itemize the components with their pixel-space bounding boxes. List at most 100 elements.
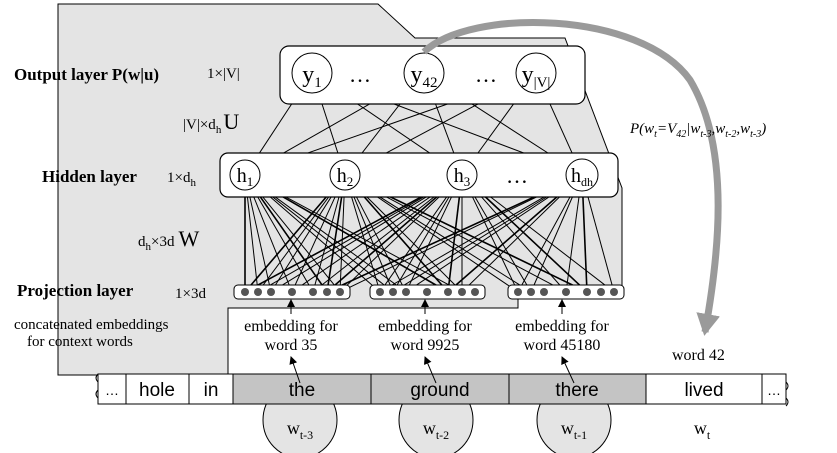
target-word-label: word 42: [672, 347, 725, 364]
edge-proj-15-hidden-2: [472, 184, 586, 291]
edge-proj-12-hidden-1: [356, 182, 516, 291]
position-label-t-1: wt-1: [561, 418, 587, 442]
edge-proj-2-hidden-2: [273, 182, 451, 291]
u-weight-label: |V|×dhU: [183, 109, 239, 136]
svg-text:y1: y1: [302, 62, 322, 91]
edge-proj-5-hidden-0: [252, 186, 326, 291]
svg-text:y42: y42: [411, 62, 438, 91]
edge-proj-2-hidden-1: [272, 186, 338, 290]
edge-proj-4-hidden-0: [252, 187, 312, 290]
edge-proj-13-hidden-1: [356, 182, 529, 291]
hidden-node-h3: h3: [446, 159, 478, 191]
edge-proj-14-hidden-1: [357, 181, 564, 292]
svg-text:h3: h3: [454, 165, 471, 189]
hidden-layer-box: [219, 152, 619, 198]
word-to-embedding-arrow-0: [289, 356, 301, 384]
edge-proj-5-hidden-2: [328, 184, 452, 291]
position-label-t-3: wt-3: [287, 418, 313, 442]
svg-text:h1: h1: [237, 165, 254, 189]
edge-proj-13-hidden-3: [531, 187, 577, 290]
edge-proj-15-hidden-3: [578, 188, 588, 290]
seq-word-0: …: [105, 382, 119, 398]
edge-proj-6-hidden-1: [339, 188, 349, 290]
edge-proj-8-hidden-1: [349, 187, 393, 290]
embedding-box-2: embedding for word 9925: [361, 311, 488, 360]
projection-vector-1: [233, 284, 351, 300]
svg-text:word 45180: word 45180: [524, 337, 601, 354]
output-node-y1: y1: [291, 52, 333, 94]
context-note-line2: for context words: [27, 334, 133, 350]
output-node-yV: y|V|: [515, 52, 557, 94]
prediction-arrow: [421, 19, 722, 336]
context-note-line1: concatenated embeddings: [14, 317, 169, 333]
hidden-layer-dim: 1×dh: [167, 170, 196, 189]
output-ellipsis-1: …: [349, 62, 371, 87]
hidden-layer-label: Hidden layer: [42, 167, 137, 186]
edge-proj-8-hidden-0: [255, 183, 391, 291]
conditional-probability: P(wt=V42|wt-3,wt-2,wt-3): [629, 121, 766, 140]
word-to-embedding-arrow-1: [424, 356, 437, 384]
edge-proj-9-hidden-1: [351, 187, 406, 290]
seq-word-2: in: [204, 380, 219, 401]
edge-proj-16-hidden-3: [583, 188, 614, 290]
edge-proj-1-hidden-0: [243, 188, 259, 290]
edge-proj-10-hidden-0: [257, 181, 446, 292]
output-node-y42: y42: [403, 52, 445, 94]
edge-proj-11-hidden-0: [257, 181, 460, 292]
edge-proj-14-hidden-3: [565, 188, 583, 290]
svg-text:embedding for: embedding for: [244, 318, 338, 335]
edge-proj-14-hidden-2: [471, 185, 565, 291]
seq-word-1: hole: [139, 380, 175, 401]
edge-proj-6-hidden-2: [341, 184, 452, 291]
hidden-node-h1: h1: [229, 159, 261, 191]
edge-proj-2-hidden-0: [245, 188, 271, 290]
edge-proj-4-hidden-2: [315, 183, 451, 291]
svg-text:word 35: word 35: [265, 337, 318, 354]
edge-proj-1-hidden-2: [260, 181, 450, 291]
edge-proj-10-hidden-1: [354, 185, 447, 291]
svg-text:embedding for: embedding for: [515, 318, 609, 335]
word-sequence: … hole in the ground there lived …: [95, 373, 789, 407]
edge-proj-3-hidden-1: [292, 187, 340, 290]
edge-proj-0-hidden-2: [247, 181, 450, 292]
edge-proj-6-hidden-0: [253, 185, 339, 290]
edge-proj-10-hidden-3: [449, 184, 572, 291]
seq-word-5: there: [555, 380, 598, 401]
output-ellipsis-2: …: [475, 62, 497, 87]
svg-text:word 9925: word 9925: [391, 337, 460, 354]
hidden-node-hdh: hdh: [565, 158, 599, 192]
edge-proj-9-hidden-0: [256, 183, 404, 291]
output-layer-dim: 1×|V|: [207, 66, 240, 82]
edge-proj-9-hidden-3: [408, 182, 571, 291]
edge-proj-16-hidden-2: [473, 183, 612, 291]
edge-proj-3-hidden-2: [294, 182, 451, 291]
edge-proj-11-hidden-1: [354, 184, 461, 291]
svg-text:h2: h2: [337, 165, 354, 189]
edge-proj-8-hidden-2: [394, 187, 455, 290]
projection-layer-dim: 1×3d: [175, 286, 206, 302]
edge-proj-6-hidden-3: [342, 180, 570, 292]
svg-text:embedding for: embedding for: [378, 318, 472, 335]
edge-proj-5-hidden-3: [329, 180, 570, 292]
edge-proj-12-hidden-2: [467, 187, 518, 290]
edge-proj-7-hidden-0: [255, 184, 379, 291]
projection-vector-3: [507, 284, 625, 300]
svg-text:y|V|: y|V|: [522, 62, 551, 91]
edge-proj-10-hidden-2: [447, 188, 464, 290]
position-label-t-2: wt-2: [423, 418, 449, 442]
embedding-arrows: [287, 299, 575, 384]
edge-proj-3-hidden-0: [249, 187, 292, 290]
edge-proj-4-hidden-1: [313, 188, 344, 290]
projection-layer-label: Projection layer: [17, 281, 134, 300]
edge-proj-5-hidden-1: [326, 188, 346, 290]
seq-word-4: ground: [410, 380, 469, 401]
edge-proj-1-hidden-1: [259, 186, 337, 290]
edge-proj-7-hidden-2: [381, 186, 454, 290]
edge-proj-8-hidden-3: [395, 182, 571, 291]
seq-word-7: …: [767, 382, 781, 398]
edge-proj-15-hidden-1: [357, 180, 585, 292]
hidden-ellipsis: …: [506, 163, 528, 188]
